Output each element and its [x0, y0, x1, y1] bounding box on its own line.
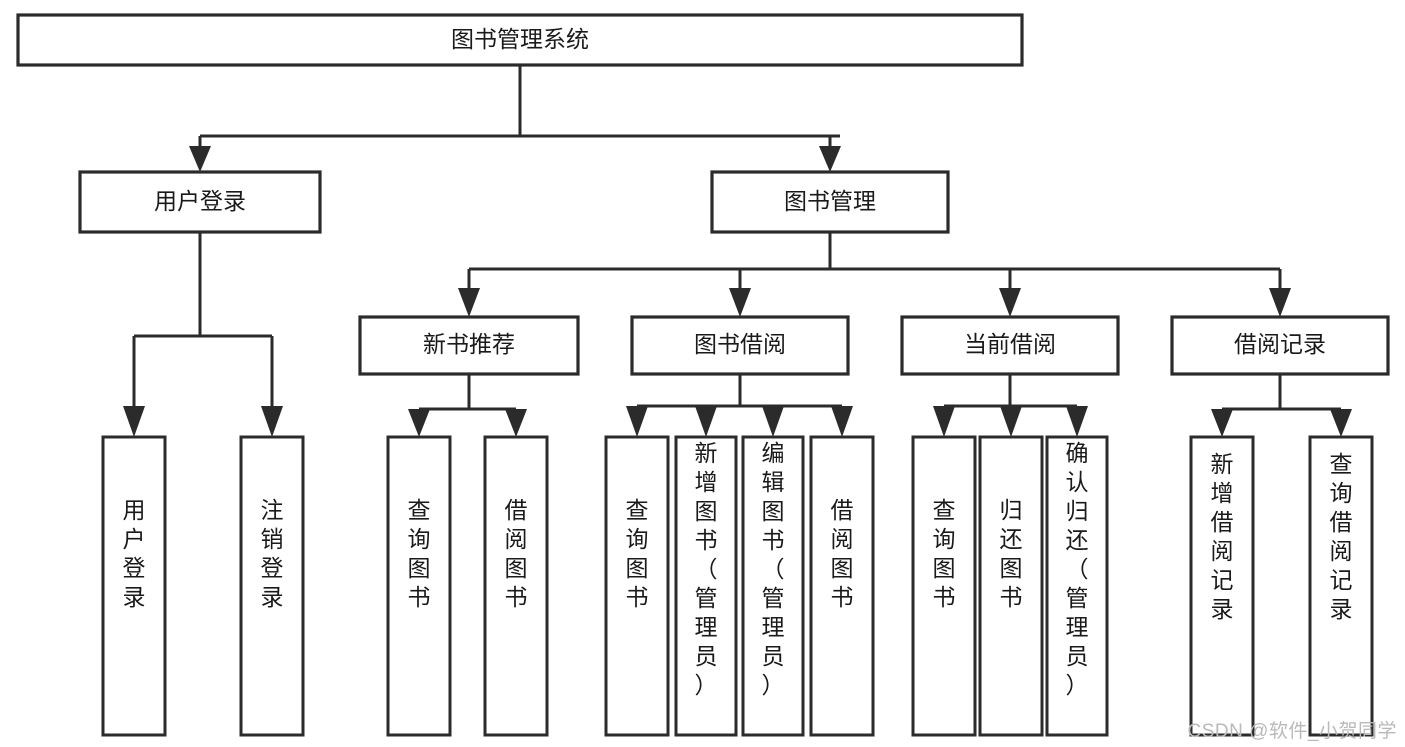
arrow-borrow-record: [1269, 288, 1291, 317]
edges-current-borrow-to-leaves: [933, 374, 1088, 437]
leaf-confirm-return[interactable]: 确认归还（管理员）: [1045, 435, 1109, 737]
leaf-query-book-2-label: 查询图书: [626, 497, 649, 610]
leaf-query-book-2[interactable]: 查询图书: [604, 435, 670, 737]
arrow-current-borrow: [999, 288, 1021, 317]
node-borrow-record[interactable]: 借阅记录: [1170, 315, 1390, 376]
leaf-logout[interactable]: 注销登录: [239, 435, 305, 737]
node-book-manage-box[interactable]: [710, 170, 950, 234]
edges-root-to-level2: [189, 65, 841, 172]
edges-new-book-rec-to-leaves: [408, 374, 527, 437]
edges-book-manage-to-level3: [458, 232, 1291, 317]
node-root-label: 图书管理系统: [451, 26, 589, 52]
arrow-leaf-borrow-book-2: [831, 406, 853, 437]
leaf-borrow-book-1-box[interactable]: [483, 435, 549, 737]
arrow-book-borrow: [729, 288, 751, 317]
leaf-add-book-box[interactable]: [674, 435, 738, 737]
leaf-logout-label: 注销登录: [261, 497, 284, 610]
arrow-user-login: [189, 146, 211, 172]
arrow-leaf-query-book-3: [933, 406, 955, 437]
leaf-confirm-return-label: 确认归还（管理员）: [1066, 440, 1089, 698]
leaf-edit-book-label: 编辑图书（管理员）: [762, 440, 785, 698]
leaf-borrow-book-2-label: 借阅图书: [831, 497, 854, 610]
node-book-borrow-label: 图书借阅: [694, 331, 786, 357]
leaf-borrow-book-2-box[interactable]: [809, 435, 875, 737]
leaf-query-book-1-box[interactable]: [386, 435, 452, 737]
edges-user-login-to-leaves: [123, 232, 283, 437]
leaf-user-login[interactable]: 用户登录: [101, 435, 167, 737]
node-root[interactable]: 图书管理系统: [16, 13, 1024, 67]
leaf-query-book-3[interactable]: 查询图书: [911, 435, 977, 737]
edges-borrow-record-to-leaves: [1211, 374, 1352, 437]
leaf-return-book-box[interactable]: [978, 435, 1044, 737]
leaf-query-record-label: 查询借阅记录: [1330, 451, 1353, 622]
node-book-borrow-box[interactable]: [630, 315, 850, 376]
node-root-box[interactable]: [16, 13, 1024, 67]
node-borrow-record-box[interactable]: [1170, 315, 1390, 376]
leaf-query-record[interactable]: 查询借阅记录: [1308, 435, 1374, 737]
node-user-login[interactable]: 用户登录: [78, 170, 322, 234]
leaf-query-book-1-label: 查询图书: [408, 497, 431, 610]
arrow-leaf-add-record: [1211, 409, 1233, 437]
arrow-leaf-logout: [261, 406, 283, 437]
node-current-borrow[interactable]: 当前借阅: [900, 315, 1120, 376]
leaf-add-record-label: 新增借阅记录: [1211, 451, 1234, 622]
leaf-return-book[interactable]: 归还图书: [978, 435, 1044, 737]
arrow-leaf-edit-book: [762, 406, 784, 437]
node-user-login-label: 用户登录: [154, 188, 246, 214]
leaf-add-book-label: 新增图书（管理员）: [695, 440, 718, 698]
arrow-leaf-return-book: [1000, 406, 1022, 437]
arrow-leaf-add-book: [695, 406, 717, 437]
leaf-return-book-label: 归还图书: [1000, 497, 1023, 610]
leaf-borrow-book-1[interactable]: 借阅图书: [483, 435, 549, 737]
edges-book-borrow-to-leaves: [626, 374, 853, 437]
node-book-borrow[interactable]: 图书借阅: [630, 315, 850, 376]
arrow-new-book-rec: [458, 288, 480, 317]
node-current-borrow-label: 当前借阅: [964, 331, 1056, 357]
arrow-leaf-query-book-2: [626, 406, 648, 437]
node-new-book-rec-box[interactable]: [358, 315, 580, 376]
node-book-manage[interactable]: 图书管理: [710, 170, 950, 234]
leaf-confirm-return-box[interactable]: [1045, 435, 1109, 737]
node-borrow-record-label: 借阅记录: [1234, 331, 1326, 357]
arrow-leaf-user-login: [123, 406, 145, 437]
node-new-book-rec[interactable]: 新书推荐: [358, 315, 580, 376]
leaf-edit-book-box[interactable]: [741, 435, 805, 737]
leaf-query-book-2-box[interactable]: [604, 435, 670, 737]
arrow-leaf-query-record: [1330, 409, 1352, 437]
leaf-query-book-1[interactable]: 查询图书: [386, 435, 452, 737]
arrow-leaf-confirm-return: [1066, 406, 1088, 437]
leaf-add-book[interactable]: 新增图书（管理员）: [674, 435, 738, 737]
arrow-leaf-query-book-1: [408, 409, 430, 437]
node-new-book-rec-label: 新书推荐: [423, 331, 515, 357]
leaf-user-login-label: 用户登录: [123, 497, 146, 610]
csdn-watermark: CSDN @软件_小贺同学: [1187, 721, 1397, 742]
leaf-query-record-box[interactable]: [1308, 435, 1374, 737]
leaf-borrow-book-2[interactable]: 借阅图书: [809, 435, 875, 737]
leaf-add-record[interactable]: 新增借阅记录: [1189, 435, 1255, 737]
arrow-book-manage: [819, 146, 841, 172]
leaf-user-login-box[interactable]: [101, 435, 167, 737]
leaf-query-book-3-label: 查询图书: [933, 497, 956, 610]
leaf-query-book-3-box[interactable]: [911, 435, 977, 737]
node-book-manage-label: 图书管理: [784, 188, 876, 214]
leaf-add-record-box[interactable]: [1189, 435, 1255, 737]
node-user-login-box[interactable]: [78, 170, 322, 234]
leaf-borrow-book-1-label: 借阅图书: [505, 497, 528, 610]
leaf-edit-book[interactable]: 编辑图书（管理员）: [741, 435, 805, 737]
leaf-logout-box[interactable]: [239, 435, 305, 737]
arrow-leaf-borrow-book-1: [505, 409, 527, 437]
node-current-borrow-box[interactable]: [900, 315, 1120, 376]
